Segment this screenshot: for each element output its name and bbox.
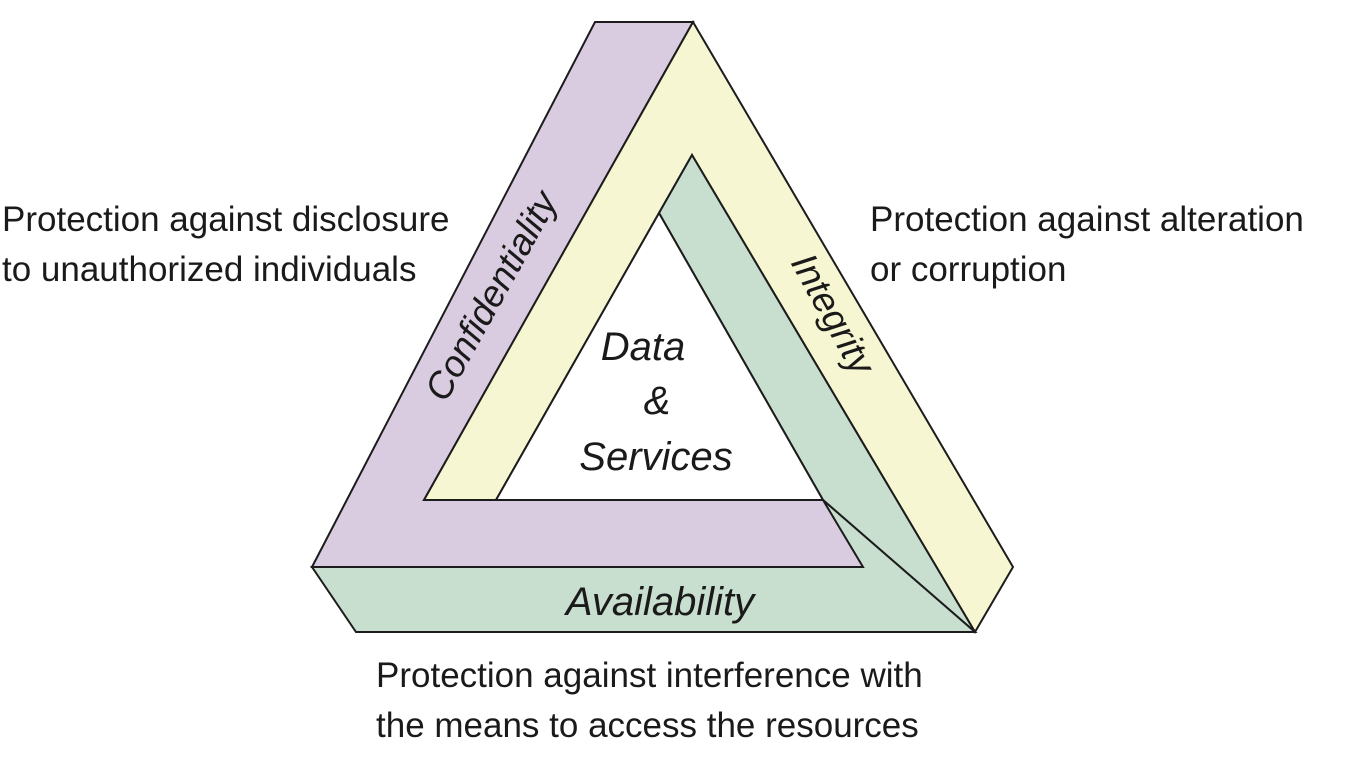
availability-caption: Protection against interference with the… [376, 651, 923, 751]
confidentiality-caption-line1: Protection against disclosure [2, 200, 450, 239]
data-services-core [494, 210, 825, 501]
center-label-services: Services [579, 435, 732, 479]
integrity-caption-line2: or corruption [870, 250, 1067, 289]
center-label-ampersand: & [644, 379, 671, 423]
center-label-data: Data [601, 325, 686, 369]
confidentiality-caption-line2: to unauthorized individuals [2, 250, 417, 289]
availability-label: Availability [564, 580, 757, 624]
confidentiality-caption: Protection against disclosure to unautho… [2, 195, 449, 295]
availability-band-front [310, 499, 978, 633]
integrity-caption: Protection against alteration or corrupt… [870, 195, 1304, 295]
availability-caption-line2: the means to access the resources [376, 706, 919, 745]
availability-caption-line1: Protection against interference with [376, 656, 923, 695]
integrity-caption-line1: Protection against alteration [870, 200, 1304, 239]
